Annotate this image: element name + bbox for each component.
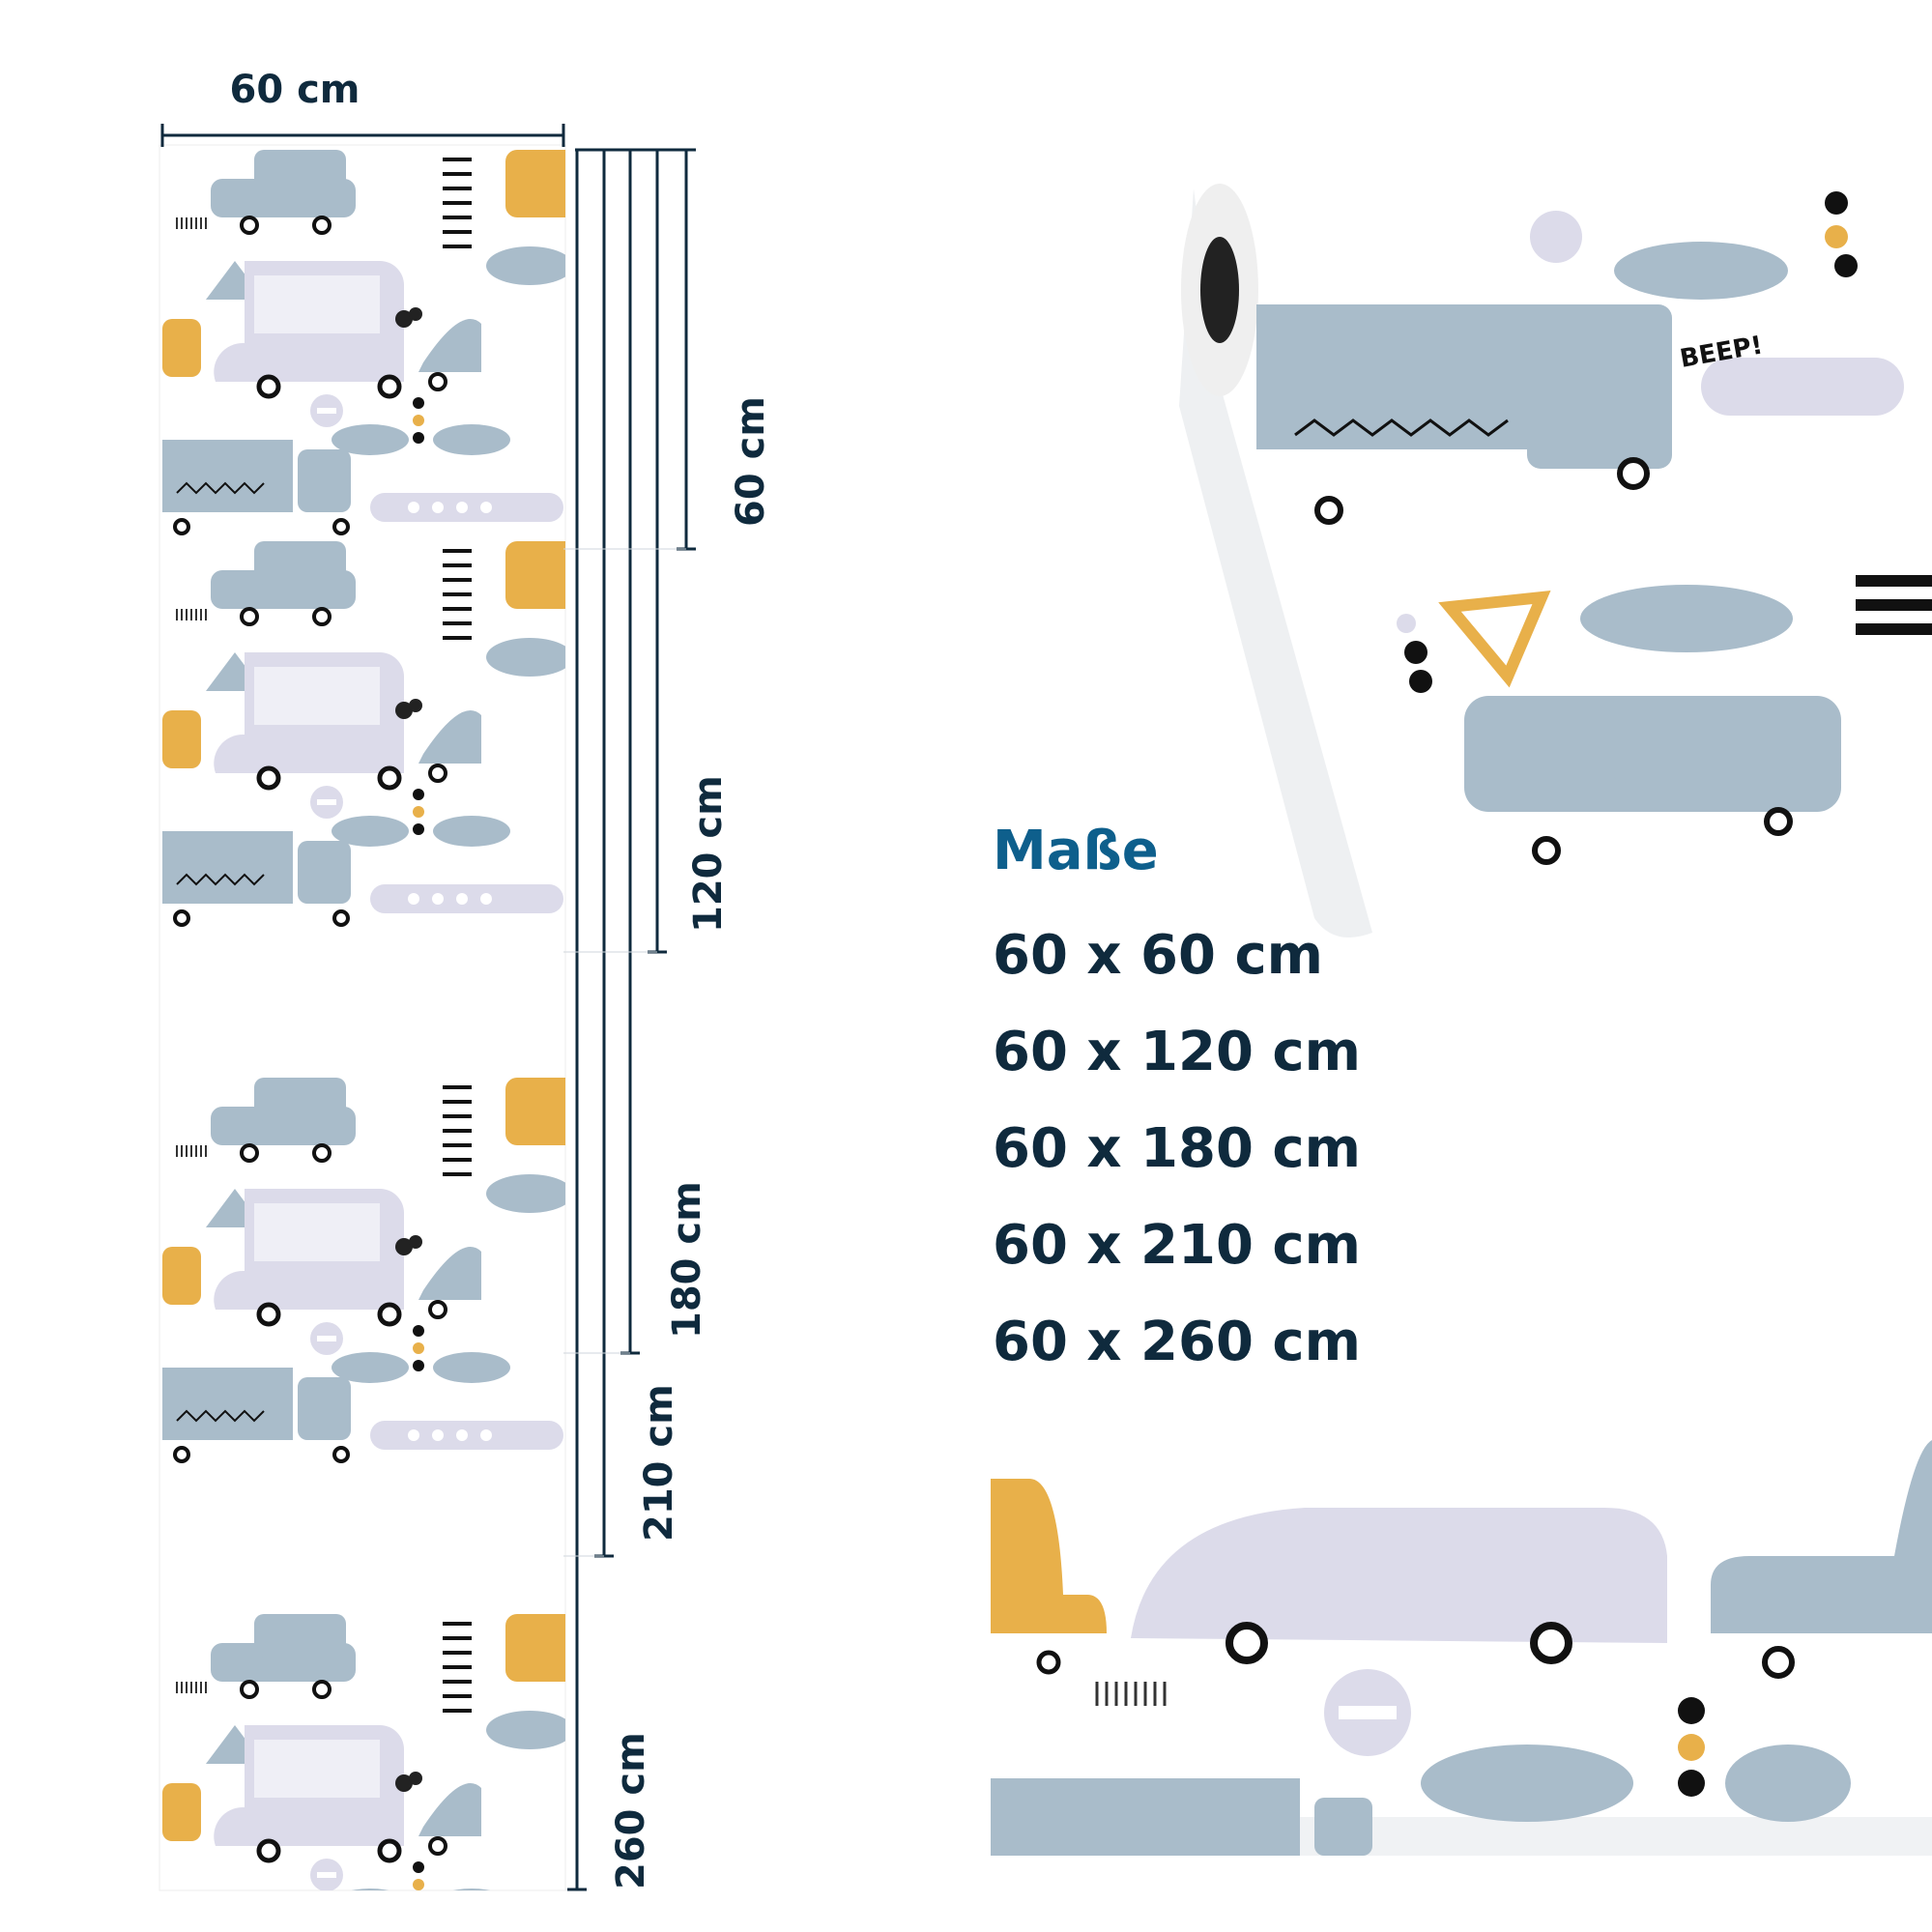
height-marker-60: 60 cm (729, 396, 773, 527)
height-measure-lines (567, 148, 696, 1891)
dimensions-list: Maße 60 x 60 cm 60 x 120 cm 60 x 180 cm … (993, 820, 1361, 1391)
height-marker-120: 120 cm (686, 775, 731, 933)
height-marker-260: 260 cm (609, 1732, 653, 1889)
dimension-option: 60 x 260 cm (993, 1311, 1361, 1373)
width-label: 60 cm (229, 68, 360, 112)
lower-wallpaper-roll (991, 1421, 1932, 1856)
dimension-option: 60 x 60 cm (993, 924, 1324, 987)
dimension-option: 60 x 120 cm (993, 1021, 1361, 1083)
dimension-option: 60 x 180 cm (993, 1117, 1361, 1180)
height-marker-210: 210 cm (637, 1384, 681, 1542)
width-measure-line (160, 124, 565, 147)
dimension-option: 60 x 210 cm (993, 1214, 1361, 1277)
upper-wallpaper-roll: BEEP! (1179, 92, 1932, 937)
height-marker-180: 180 cm (665, 1181, 709, 1339)
dimensions-heading: Maße (993, 820, 1159, 882)
